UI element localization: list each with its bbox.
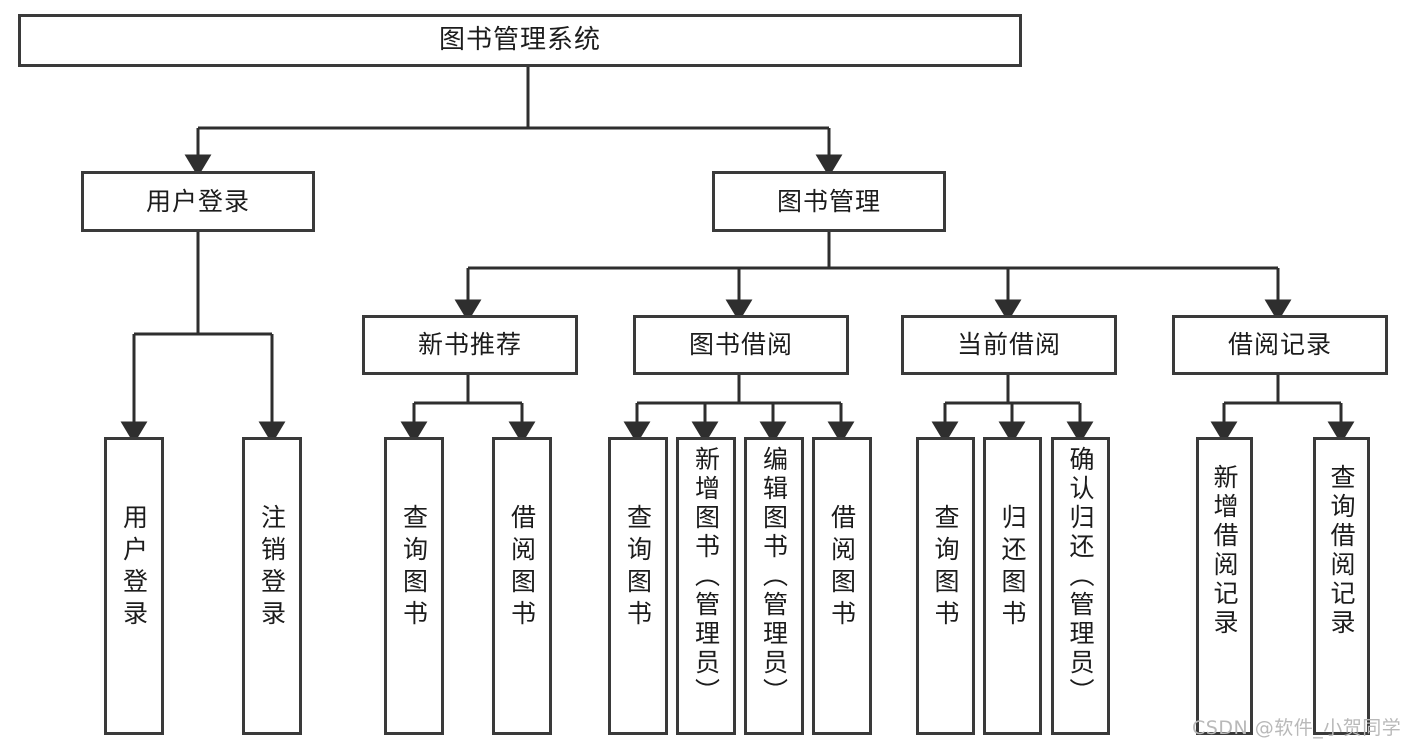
node-new-book-recommend[interactable]: 新书推荐 bbox=[362, 315, 578, 375]
node-leaf-user-login[interactable]: 用户登录 bbox=[104, 437, 164, 735]
node-leaf-borrow-book-2[interactable]: 借阅图书 bbox=[812, 437, 872, 735]
node-root[interactable]: 图书管理系统 bbox=[18, 14, 1022, 67]
node-leaf-query-book-2-label: 查询图书 bbox=[623, 504, 653, 632]
node-leaf-add-record[interactable]: 新增借阅记录 bbox=[1196, 437, 1253, 735]
node-user-login[interactable]: 用户登录 bbox=[81, 171, 315, 232]
node-book-borrow-label: 图书借阅 bbox=[688, 330, 793, 360]
node-leaf-confirm-return-label: 确认归还（管理员） bbox=[1066, 446, 1095, 707]
node-leaf-query-book-3[interactable]: 查询图书 bbox=[916, 437, 975, 735]
node-leaf-borrow-book-1-label: 借阅图书 bbox=[507, 504, 537, 632]
node-current-borrow[interactable]: 当前借阅 bbox=[901, 315, 1117, 375]
csdn-watermark: CSDN @软件_小贺同学 bbox=[1192, 717, 1402, 739]
node-book-manage-label: 图书管理 bbox=[776, 186, 881, 216]
node-leaf-borrow-book-2-label: 借阅图书 bbox=[827, 504, 857, 632]
node-leaf-user-logout-label: 注销登录 bbox=[257, 504, 287, 632]
node-book-manage[interactable]: 图书管理 bbox=[712, 171, 946, 232]
node-leaf-user-login-label: 用户登录 bbox=[119, 504, 149, 632]
node-leaf-query-book-2[interactable]: 查询图书 bbox=[608, 437, 668, 735]
node-leaf-borrow-book-1[interactable]: 借阅图书 bbox=[492, 437, 552, 735]
node-user-login-label: 用户登录 bbox=[145, 186, 250, 216]
node-current-borrow-label: 当前借阅 bbox=[956, 330, 1061, 360]
node-leaf-edit-book[interactable]: 编辑图书（管理员） bbox=[744, 437, 804, 735]
node-book-borrow[interactable]: 图书借阅 bbox=[633, 315, 849, 375]
node-leaf-add-record-label: 新增借阅记录 bbox=[1210, 464, 1239, 638]
node-root-label: 图书管理系统 bbox=[438, 25, 601, 56]
node-leaf-edit-book-label: 编辑图书（管理员） bbox=[759, 446, 789, 707]
node-borrow-record-label: 借阅记录 bbox=[1227, 330, 1332, 360]
node-leaf-query-book-1[interactable]: 查询图书 bbox=[384, 437, 444, 735]
node-leaf-query-record[interactable]: 查询借阅记录 bbox=[1313, 437, 1370, 735]
node-new-book-recommend-label: 新书推荐 bbox=[417, 330, 522, 360]
node-leaf-query-book-1-label: 查询图书 bbox=[399, 504, 429, 632]
node-leaf-query-book-3-label: 查询图书 bbox=[931, 504, 960, 632]
node-leaf-user-logout[interactable]: 注销登录 bbox=[242, 437, 302, 735]
node-leaf-return-book-label: 归还图书 bbox=[998, 504, 1027, 632]
node-leaf-query-record-label: 查询借阅记录 bbox=[1327, 464, 1356, 638]
node-leaf-add-book[interactable]: 新增图书（管理员） bbox=[676, 437, 736, 735]
node-leaf-return-book[interactable]: 归还图书 bbox=[983, 437, 1042, 735]
node-borrow-record[interactable]: 借阅记录 bbox=[1172, 315, 1388, 375]
node-leaf-confirm-return[interactable]: 确认归还（管理员） bbox=[1051, 437, 1110, 735]
node-leaf-add-book-label: 新增图书（管理员） bbox=[691, 446, 721, 707]
